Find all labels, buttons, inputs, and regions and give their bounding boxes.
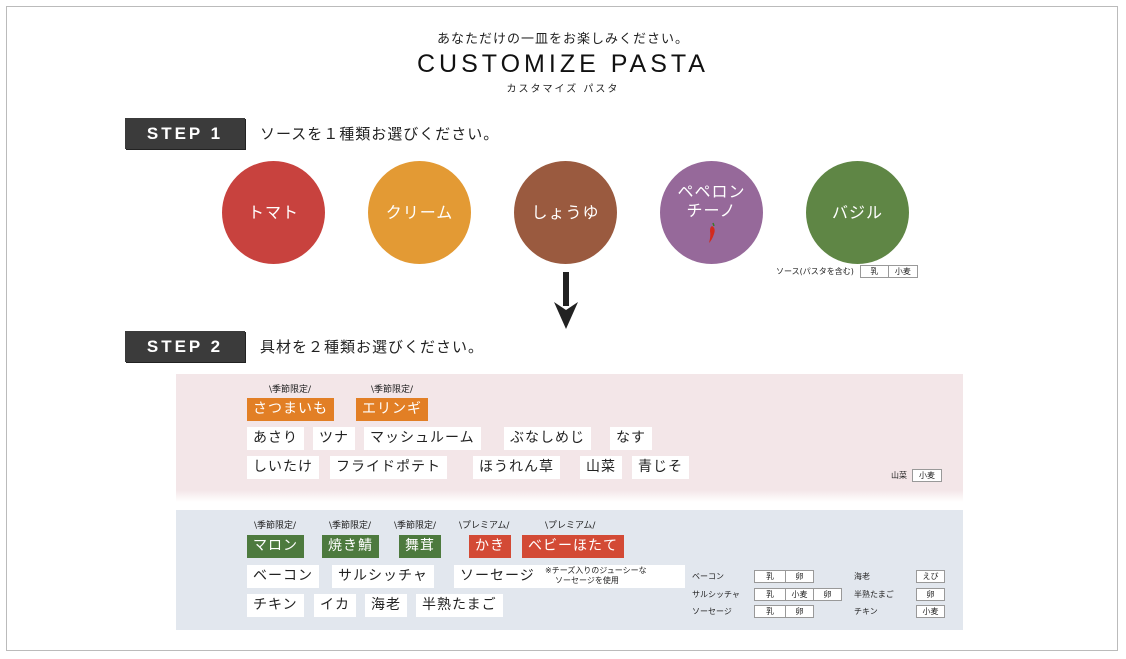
ingredient-squid[interactable]: イカ xyxy=(314,594,356,617)
allergy-label: ソーセージ xyxy=(692,607,732,616)
premium-tag: \プレミアム/ xyxy=(459,521,510,531)
ingredient-maitake[interactable]: 舞茸 xyxy=(399,535,441,558)
allergy-label: ソース(パスタを含む) xyxy=(776,267,854,276)
sauce-allergy-info: ソース(パスタを含む) 乳 小麦 xyxy=(776,265,918,278)
allergy-wheat: 小麦 xyxy=(785,588,814,601)
ingredient-clam[interactable]: あさり xyxy=(247,427,304,450)
allergy-label: 海老 xyxy=(854,572,870,581)
seasonal-tag: \季節限定/ xyxy=(394,521,437,531)
sauce-label: バジル xyxy=(831,203,883,222)
premium-tag: \プレミアム/ xyxy=(545,521,596,531)
tagline: あなただけの一皿をお楽しみください。 xyxy=(436,32,689,47)
ingredient-baby-scallop[interactable]: ベビーほたて xyxy=(522,535,624,558)
seasonal-tag: \季節限定/ xyxy=(269,385,312,395)
sauce-cream[interactable]: クリーム xyxy=(368,161,471,264)
allergy-label: サルシッチャ xyxy=(692,590,740,599)
down-arrow-icon xyxy=(554,272,578,329)
allergy-milk: 乳 xyxy=(859,265,889,278)
sauce-soy[interactable]: しょうゆ xyxy=(514,161,617,264)
ingredient-bacon[interactable]: ベーコン xyxy=(247,565,319,588)
page-frame xyxy=(6,6,1118,651)
sausage-note: ※チーズ入りのジューシーな ソーセージを使用 xyxy=(545,566,647,586)
ingredient-sausage[interactable]: ソーセージ xyxy=(454,565,685,588)
allergy-milk: 乳 xyxy=(754,570,786,583)
allergy-wheat: 小麦 xyxy=(916,605,945,618)
seasonal-tag: \季節限定/ xyxy=(329,521,372,531)
sauce-basil[interactable]: バジル xyxy=(806,161,909,264)
group1-allergy-info: 山菜 小麦 xyxy=(891,469,942,482)
seasonal-tag: \季節限定/ xyxy=(254,521,297,531)
allergy-label: 山菜 xyxy=(891,471,907,480)
step1-badge: STEP 1 xyxy=(125,118,245,149)
page-title: CUSTOMIZE PASTA xyxy=(417,50,709,78)
sausage-note-line1: ※チーズ入りのジューシーな xyxy=(545,566,647,575)
ingredient-sausage-label: ソーセージ xyxy=(460,568,535,584)
ingredient-shiitake[interactable]: しいたけ xyxy=(247,456,319,479)
allergy-label: ベーコン xyxy=(692,572,724,581)
sausage-note-line2: ソーセージを使用 xyxy=(555,576,619,585)
allergy-egg: 卵 xyxy=(813,588,842,601)
ingredient-oyster[interactable]: かき xyxy=(469,535,511,558)
allergy-egg: 卵 xyxy=(785,570,814,583)
ingredient-shimeji[interactable]: ぶなしめじ xyxy=(504,427,591,450)
sauce-label: クリーム xyxy=(385,203,454,222)
ingredient-grilled-mackerel[interactable]: 焼き鯖 xyxy=(322,535,379,558)
ingredient-wild-vegetables[interactable]: 山菜 xyxy=(580,456,622,479)
step2-badge: STEP 2 xyxy=(125,331,245,362)
allergy-wheat: 小麦 xyxy=(912,469,942,482)
ingredient-soft-boiled-egg[interactable]: 半熟たまご xyxy=(416,594,503,617)
sauce-label-line1: ペペロン xyxy=(677,181,746,201)
allergy-milk: 乳 xyxy=(754,605,786,618)
ingredient-tuna[interactable]: ツナ xyxy=(313,427,355,450)
step2-instruction: 具材を２種類お選びください。 xyxy=(260,338,485,356)
ingredient-shiso[interactable]: 青じそ xyxy=(632,456,689,479)
allergy-egg: 卵 xyxy=(785,605,814,618)
sauce-label-line2: チーノ xyxy=(686,200,737,220)
sauce-label: トマト xyxy=(247,203,299,222)
panel-fade xyxy=(176,490,963,502)
sauce-label: しょうゆ xyxy=(531,203,600,222)
page-subtitle: カスタマイズ パスタ xyxy=(506,84,620,95)
ingredient-eryngii[interactable]: エリンギ xyxy=(356,398,428,421)
ingredient-chicken[interactable]: チキン xyxy=(247,594,304,617)
allergy-wheat: 小麦 xyxy=(888,265,918,278)
ingredient-spinach[interactable]: ほうれん草 xyxy=(473,456,560,479)
sauce-peperoncino[interactable]: ペペロン チーノ xyxy=(660,161,763,264)
ingredient-mushroom[interactable]: マッシュルーム xyxy=(364,427,481,450)
ingredient-sweet-potato[interactable]: さつまいも xyxy=(247,398,334,421)
step1-instruction: ソースを１種類お選びください。 xyxy=(260,125,500,143)
seasonal-tag: \季節限定/ xyxy=(371,385,414,395)
allergy-label: 半熟たまご xyxy=(854,590,894,599)
ingredient-shrimp[interactable]: 海老 xyxy=(365,594,407,617)
allergy-milk: 乳 xyxy=(754,588,786,601)
chili-pepper-icon xyxy=(708,222,715,243)
sauce-tomato[interactable]: トマト xyxy=(222,161,325,264)
ingredient-salsiccia[interactable]: サルシッチャ xyxy=(332,565,434,588)
ingredient-eggplant[interactable]: なす xyxy=(610,427,652,450)
allergy-label: チキン xyxy=(854,607,878,616)
ingredient-fried-potato[interactable]: フライドポテト xyxy=(330,456,447,479)
allergy-egg: 卵 xyxy=(916,588,945,601)
ingredient-chestnut[interactable]: マロン xyxy=(247,535,304,558)
allergy-shrimp: えび xyxy=(916,570,945,583)
